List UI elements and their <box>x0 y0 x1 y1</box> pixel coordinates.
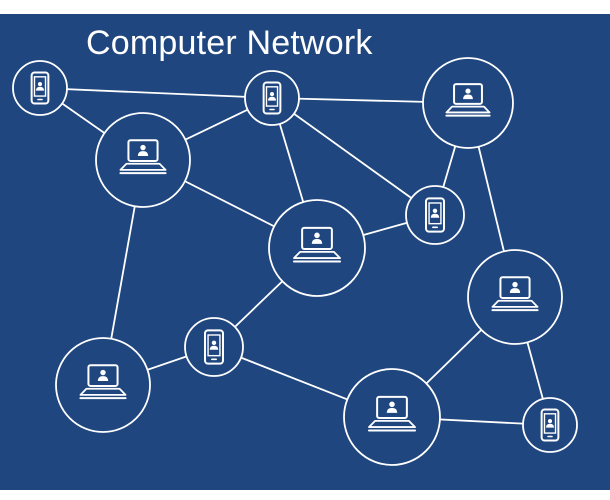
phone-body <box>425 197 445 233</box>
phone-body <box>262 81 282 115</box>
phone-screen <box>265 86 279 107</box>
user-body <box>97 376 109 382</box>
laptop-user-icon <box>292 226 342 263</box>
user-body <box>36 86 44 91</box>
laptop-screen <box>301 226 333 250</box>
network-node-laptop-top-right <box>422 57 514 149</box>
smartphone-user-icon <box>204 329 224 365</box>
laptop-keyboard <box>491 299 539 308</box>
user-body <box>430 213 440 218</box>
laptop-user-icon <box>445 83 491 117</box>
user-head <box>547 419 553 424</box>
nodes-layer <box>12 57 578 466</box>
laptop-keyboard <box>119 162 167 171</box>
user-head <box>465 88 471 94</box>
phone-body <box>204 329 224 365</box>
user-body <box>546 423 554 428</box>
user-head <box>512 281 518 288</box>
user-head <box>37 82 43 87</box>
laptop-keyboard <box>293 250 341 259</box>
laptop-screen <box>127 139 159 162</box>
network-node-phone-mid-right <box>405 185 465 245</box>
laptop-user-icon <box>119 139 167 175</box>
user-head <box>211 340 217 346</box>
laptop-screen <box>453 83 483 105</box>
network-node-laptop-bottom-center <box>343 368 441 466</box>
network-link <box>39 87 273 99</box>
laptop-keyboard <box>79 387 127 396</box>
network-node-phone-top-center <box>244 70 300 126</box>
smartphone-user-icon <box>425 197 445 233</box>
user-head <box>100 369 106 376</box>
user-body <box>209 345 219 350</box>
diagram-title: Computer Network <box>86 24 373 62</box>
user-head <box>269 92 275 97</box>
phone-body <box>30 71 50 105</box>
laptop-keyboard <box>368 419 416 428</box>
smartphone-user-icon <box>30 71 50 105</box>
user-head <box>140 144 146 151</box>
user-head <box>389 401 395 408</box>
network-node-laptop-center <box>268 199 366 297</box>
laptop-user-icon <box>79 364 127 400</box>
laptop-screen <box>499 276 531 299</box>
user-body <box>463 94 473 100</box>
smartphone-user-icon <box>262 81 282 115</box>
network-node-laptop-right <box>467 249 563 345</box>
user-body <box>268 96 276 101</box>
laptop-user-icon <box>367 395 417 432</box>
network-link <box>271 97 436 216</box>
user-head <box>432 208 438 214</box>
network-node-laptop-bottom-left <box>55 337 151 433</box>
laptop-screen <box>87 364 119 387</box>
laptop-user-icon <box>491 276 539 312</box>
user-body <box>137 151 149 157</box>
user-body <box>509 288 521 294</box>
laptop-screen <box>376 395 408 419</box>
phone-screen <box>428 202 442 225</box>
phone-screen <box>207 334 221 357</box>
user-body <box>386 407 398 413</box>
user-head <box>314 232 320 239</box>
network-node-phone-top-left <box>12 60 68 116</box>
network-node-laptop-upper-left <box>95 112 191 208</box>
phone-screen <box>33 76 47 97</box>
network-node-phone-bottom-right <box>522 397 578 453</box>
laptop-keyboard <box>445 105 491 114</box>
smartphone-user-icon <box>540 408 560 442</box>
phone-body <box>540 408 560 442</box>
network-node-phone-lower-center <box>184 317 244 377</box>
phone-screen <box>543 413 557 434</box>
user-body <box>311 238 323 244</box>
